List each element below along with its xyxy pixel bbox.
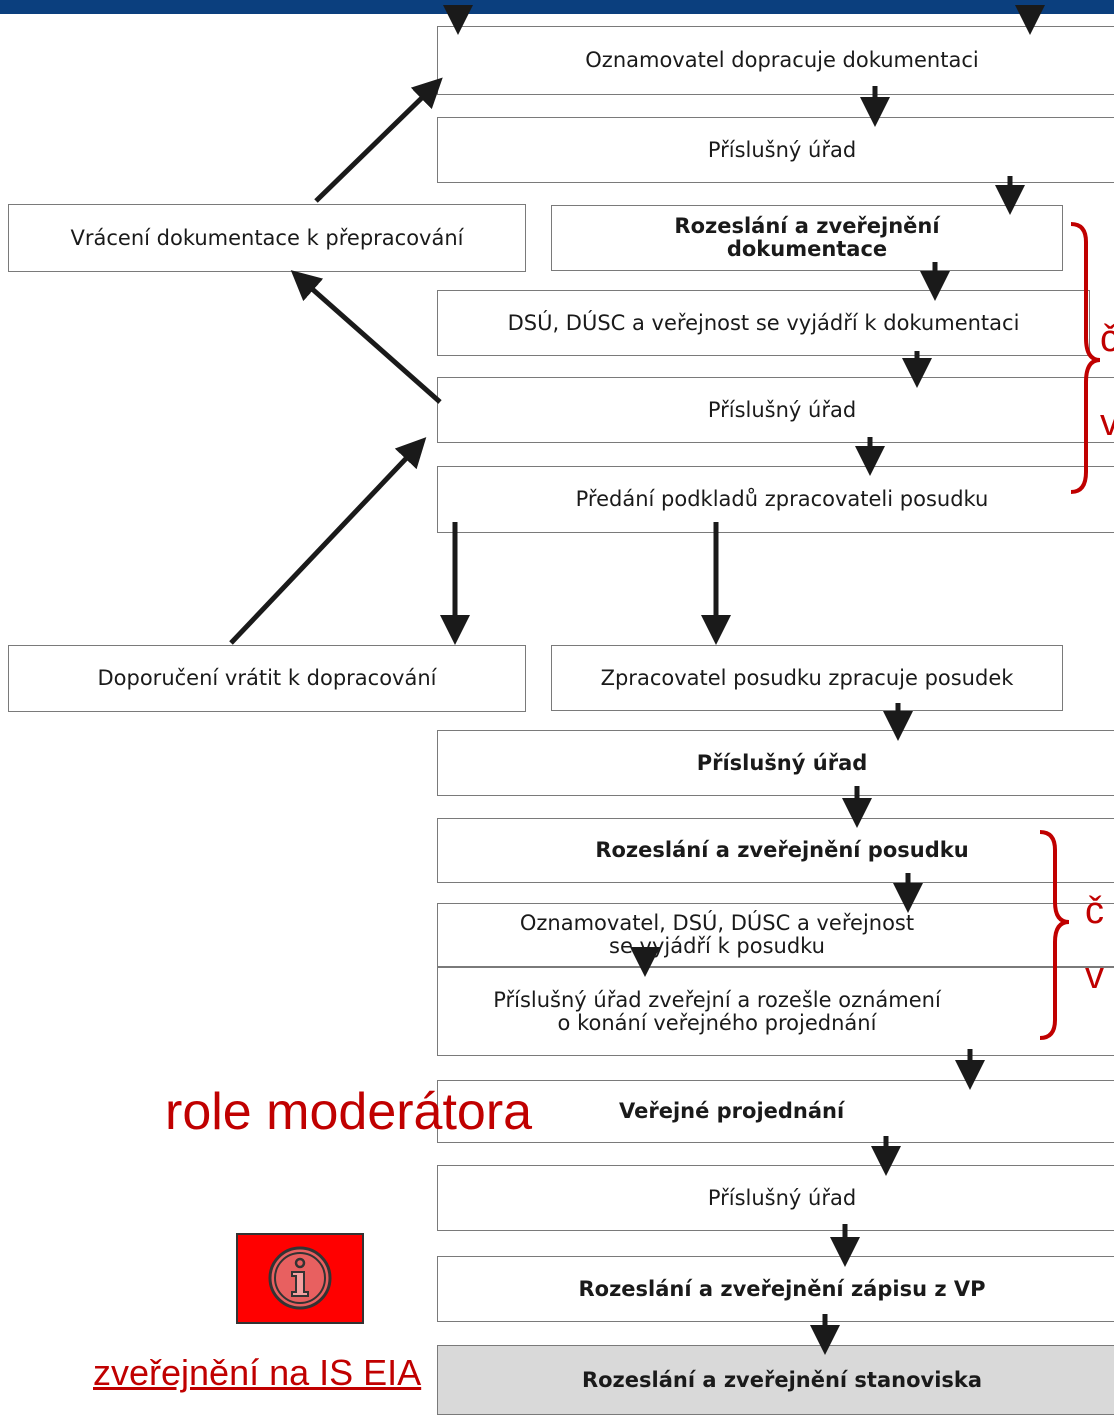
box-urad-zverejni: Příslušný úřad zveřejní a rozešle oznáme…	[437, 967, 1114, 1056]
box-verejne-projednani: Veřejné projednání	[437, 1080, 1114, 1143]
box-rozeslani-dokumentace: Rozeslání a zveřejnění dokumentace	[551, 205, 1063, 271]
annotation-upper-line1: č	[1100, 318, 1114, 360]
box-label: Rozeslání a zveřejnění stanoviska	[581, 1367, 983, 1392]
box-label: Příslušný úřad	[707, 397, 857, 422]
box-oznamovatel-dopracuje: Oznamovatel dopracuje dokumentaci	[437, 26, 1114, 95]
info-icon	[268, 1246, 332, 1310]
box-rozeslani-stanoviska: Rozeslání a zveřejnění stanoviska	[437, 1345, 1114, 1415]
annotation-upper-line2: v	[1100, 402, 1114, 444]
annotation-lower-line2: v	[1085, 955, 1104, 997]
box-label: Doporučení vrátit k dopracování	[97, 666, 437, 690]
box-label: Oznamovatel dopracuje dokumentaci	[585, 48, 979, 72]
role-moderatora-label: role moderátora	[165, 1083, 533, 1141]
box-label: Rozeslání a zveřejnění dokumentace	[674, 214, 940, 261]
box-label-line1: Příslušný úřad zveřejní a rozešle oznáme…	[493, 987, 941, 1012]
arrow-diagonal-doporuceni-to-urad	[229, 437, 427, 645]
box-zpracovatel-posudku: Zpracovatel posudku zpracuje posudek	[551, 645, 1063, 711]
box-label-line1: Oznamovatel, DSÚ, DÚSC a veřejnost	[519, 911, 915, 935]
box-predani-podkladu: Předání podkladů zpracovateli posudku	[437, 466, 1114, 533]
box-label: DSÚ, DÚSC a veřejnost se vyjádří k dokum…	[507, 310, 1020, 335]
annotation-lower-line1: č	[1085, 890, 1104, 932]
brace-lower	[1039, 830, 1070, 1040]
box-label: Příslušný úřad	[707, 137, 857, 162]
box-prislusny-urad-4: Příslušný úřad	[437, 1165, 1114, 1231]
box-prislusny-urad-1: Příslušný úřad	[437, 117, 1114, 183]
box-dsu-vyjadri-dokumentaci: DSÚ, DÚSC a veřejnost se vyjádří k dokum…	[437, 290, 1090, 356]
box-label: Předání podkladů zpracovateli posudku	[575, 487, 989, 511]
arrow-diagonal-vraceni-to-oznamovatel	[314, 77, 443, 203]
box-doporuceni-vratit: Doporučení vrátit k dopracování	[8, 645, 526, 712]
box-label: Veřejné projednání	[619, 1099, 845, 1123]
box-label: Rozeslání a zveřejnění posudku	[595, 838, 969, 862]
box-vraceni-dokumentace: Vrácení dokumentace k přepracování	[8, 204, 526, 272]
arrow-diagonal-urad-to-vraceni	[290, 270, 442, 404]
box-label-line2: o konání veřejného projednání	[557, 1010, 877, 1035]
info-button[interactable]	[236, 1233, 364, 1324]
box-label: Příslušný úřad	[696, 750, 868, 775]
top-bar	[0, 0, 1114, 14]
brace-upper	[1070, 222, 1101, 494]
box-label: Vrácení dokumentace k přepracování	[70, 225, 464, 250]
box-prislusny-urad-2: Příslušný úřad	[437, 377, 1114, 443]
box-label: Zpracovatel posudku zpracuje posudek	[600, 665, 1014, 690]
box-label-line2: se vyjádří k posudku	[609, 934, 825, 958]
box-rozeslani-posudku: Rozeslání a zveřejnění posudku	[437, 818, 1114, 883]
box-label: Rozeslání a zveřejnění zápisu z VP	[578, 1276, 986, 1301]
box-prislusny-urad-3: Příslušný úřad	[437, 730, 1114, 796]
zverejneni-link[interactable]: zveřejnění na IS EIA	[93, 1352, 422, 1393]
box-rozeslani-zapisu: Rozeslání a zveřejnění zápisu z VP	[437, 1256, 1114, 1322]
box-label: Příslušný úřad	[707, 1185, 857, 1210]
